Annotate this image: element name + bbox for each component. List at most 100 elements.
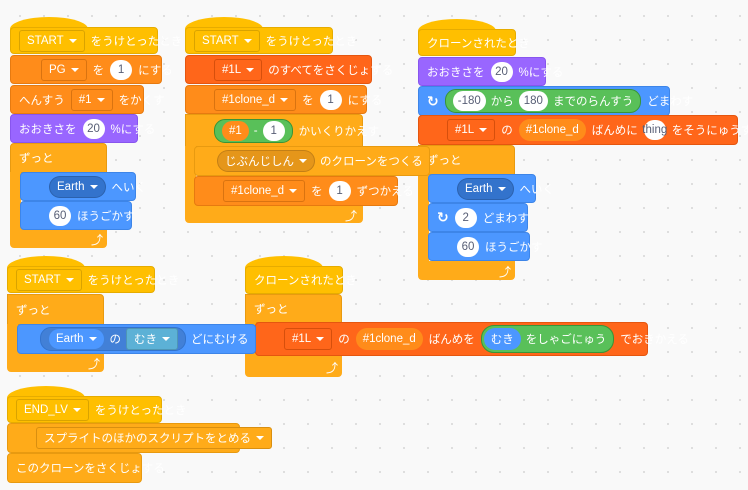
label: を <box>311 186 323 198</box>
insert-at-list-block[interactable]: #1L の #1clone_d ばんめに thing をそうにゅうする <box>418 115 748 145</box>
steps-input[interactable]: 60 <box>49 205 71 226</box>
target-dropdown[interactable]: Earth <box>49 175 106 198</box>
list-dropdown[interactable]: #1L <box>447 119 496 141</box>
steps-input[interactable]: 60 <box>457 236 479 257</box>
hat-label: をうけとったとき <box>265 35 358 48</box>
item-input[interactable]: thing <box>642 120 667 140</box>
forever-label: ずっと <box>254 303 289 316</box>
variable-reporter[interactable]: #1 <box>222 120 249 141</box>
when-receive-start-hat[interactable]: START をうけとったとき <box>185 17 357 54</box>
forever-block[interactable]: ずっと <box>10 143 107 173</box>
forever-label: ずっと <box>16 304 51 317</box>
label: を <box>302 94 314 107</box>
variable-dropdown[interactable]: #1clone_d <box>223 180 306 202</box>
value-input[interactable]: 1 <box>328 181 351 201</box>
label: ほうごかす <box>485 241 543 254</box>
direction-reporter[interactable]: むき <box>483 328 521 350</box>
set-size-block[interactable]: おおきさを 20 %にする <box>418 57 563 86</box>
label: でおきかえる <box>620 334 689 346</box>
go-to-block[interactable]: Earth へいく <box>428 174 554 203</box>
when-receive-start-hat[interactable]: START をうけとったとき <box>10 17 182 54</box>
clone-target-dropdown[interactable]: じぶんじしん <box>217 150 315 172</box>
label: のすべてをさくじょする <box>268 64 394 77</box>
hat-label: をうけとったとき <box>94 404 187 417</box>
turn-block[interactable]: ↻ -180 から 180 までのらんすう どまわす <box>418 86 693 116</box>
hat-label: クローンされたとき <box>427 37 530 50</box>
stop-block[interactable]: スプライトのほかのスクリプトをとめる <box>7 423 272 453</box>
message-dropdown[interactable]: START <box>194 29 260 52</box>
value-input[interactable]: 1 <box>319 89 342 110</box>
list-dropdown[interactable]: #1L <box>284 328 333 350</box>
subtract-operator[interactable]: #1 - 1 <box>214 118 293 143</box>
label: このクローンをさくじょする <box>16 463 165 475</box>
label: をそうにゅうする <box>671 125 748 137</box>
to-input[interactable]: 180 <box>518 91 548 111</box>
forever-block[interactable]: ずっと <box>418 145 515 175</box>
of-sensing-reporter[interactable]: Earth の むき <box>40 327 186 351</box>
forever-bottom <box>10 229 107 248</box>
property-dropdown[interactable]: むき <box>126 328 178 350</box>
loop-arrow-icon: ⤴ <box>91 233 104 247</box>
label: どまわす <box>647 96 694 108</box>
when-receive-end-lv-hat[interactable]: END_LV をうけとったとき <box>7 386 187 423</box>
hat-label: クローンされたとき <box>254 275 357 287</box>
random-operator[interactable]: -180 から 180 までのらんすう <box>444 89 642 113</box>
label: の <box>109 334 122 346</box>
index-reporter[interactable]: #1clone_d <box>518 119 586 141</box>
stop-option-dropdown[interactable]: スプライトのほかのスクリプトをとめる <box>36 427 272 449</box>
loop-arrow-icon: ⤴ <box>345 209 358 223</box>
create-clone-block[interactable]: じぶんじしん のクローンをつくる <box>194 146 430 176</box>
move-steps-block[interactable]: 60 ほうごかす <box>428 232 543 261</box>
hat-label: をうけとったとき <box>90 35 183 48</box>
size-input[interactable]: 20 <box>82 118 105 139</box>
target-dropdown[interactable]: Earth <box>457 177 514 200</box>
set-variable-block[interactable]: PG を 1 にする <box>10 55 173 84</box>
set-size-block[interactable]: おおきさを 20 %にする <box>10 114 155 143</box>
repeat-block[interactable]: #1 - 1 かいくりかえす <box>185 114 379 147</box>
delete-all-of-list-block[interactable]: #1L のすべてをさくじょする <box>185 55 393 84</box>
minus-label: - <box>253 124 258 137</box>
value-input[interactable]: 1 <box>110 59 133 80</box>
turn-block[interactable]: ↻ 2 どまわす <box>428 203 529 232</box>
degrees-input[interactable]: 2 <box>454 207 477 228</box>
round-operator[interactable]: むき をしゃごにゅう <box>480 325 615 353</box>
loop-arrow-icon: ⤴ <box>88 357 101 371</box>
forever-label: ずっと <box>19 153 54 165</box>
hide-variable-block[interactable]: へんすう #1 をかくす <box>10 85 165 114</box>
repeat-bottom <box>185 205 363 223</box>
when-cloned-hat[interactable]: クローンされたとき <box>418 19 530 56</box>
label: の <box>501 125 513 137</box>
replace-item-of-list-block[interactable]: #1L の #1clone_d ばんめを むき をしゃごにゅう でおきかえる <box>255 322 689 356</box>
message-dropdown[interactable]: START <box>19 29 85 52</box>
forever-label: ずっと <box>427 155 462 167</box>
label: のクローンをつくる <box>320 156 423 168</box>
loop-arrow-icon: ⤴ <box>499 265 512 279</box>
size-input[interactable]: 20 <box>490 61 513 82</box>
variable-dropdown[interactable]: #1 <box>70 88 113 111</box>
message-dropdown[interactable]: END_LV <box>16 398 89 421</box>
list-dropdown[interactable]: #1L <box>214 58 263 81</box>
label: へんすう <box>19 94 65 107</box>
change-variable-block[interactable]: #1clone_d を 1 ずつかえる <box>194 176 414 206</box>
from-input[interactable]: -180 <box>452 91 486 111</box>
label: ずつかえる <box>356 186 414 198</box>
forever-arm <box>418 174 429 264</box>
object-dropdown[interactable]: Earth <box>48 328 105 350</box>
variable-dropdown[interactable]: #1clone_d <box>214 88 297 111</box>
when-cloned-hat[interactable]: クローンされたとき <box>245 256 357 294</box>
index-reporter[interactable]: #1clone_d <box>355 328 423 350</box>
when-receive-start-hat[interactable]: START をうけとったとき <box>7 256 179 293</box>
move-steps-block[interactable]: 60 ほうごかす <box>20 201 135 230</box>
message-dropdown[interactable]: START <box>16 268 82 291</box>
set-variable-block[interactable]: #1clone_d を 1 にする <box>185 85 382 114</box>
point-in-direction-block[interactable]: Earth の むき どにむける <box>17 324 256 354</box>
label: にする <box>138 64 173 77</box>
go-to-block[interactable]: Earth へいく <box>20 172 146 201</box>
delete-this-clone-block[interactable]: このクローンをさくじょする <box>7 453 165 483</box>
forever-block[interactable]: ずっと <box>245 294 342 323</box>
label: おおきさを <box>19 123 77 136</box>
operand-input[interactable]: 1 <box>262 120 285 141</box>
forever-block[interactable]: ずっと <box>7 294 104 325</box>
label: ばんめを <box>428 334 475 346</box>
variable-dropdown[interactable]: PG <box>41 58 87 81</box>
